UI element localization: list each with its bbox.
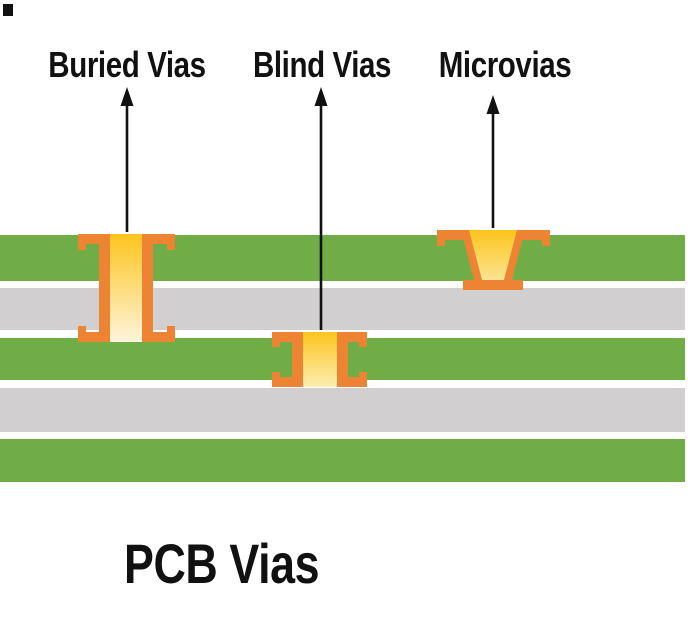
pcb-layer-4-gray <box>0 388 685 432</box>
buried-via-copper <box>78 234 175 342</box>
pcb-layer-5-green <box>0 439 685 482</box>
up-arrow-icon <box>486 95 500 228</box>
up-arrow-icon <box>314 87 328 330</box>
buried-via <box>78 234 175 342</box>
label-blind-vias: Blind Vias <box>252 44 392 85</box>
label-buried-vias: Buried Vias <box>48 44 206 85</box>
blind-via <box>272 332 367 387</box>
up-arrow-icon <box>120 87 134 232</box>
buried-via-barrel <box>110 234 142 342</box>
label-microvias: Microvias <box>438 44 572 85</box>
blind-via-barrel <box>303 332 337 387</box>
microvia-copper <box>437 230 550 290</box>
page-title: PCB Vias <box>124 532 320 595</box>
blind-via-copper <box>272 332 367 387</box>
corner-mark <box>3 4 13 16</box>
microvia-barrel <box>468 230 518 280</box>
microvia <box>437 230 550 290</box>
